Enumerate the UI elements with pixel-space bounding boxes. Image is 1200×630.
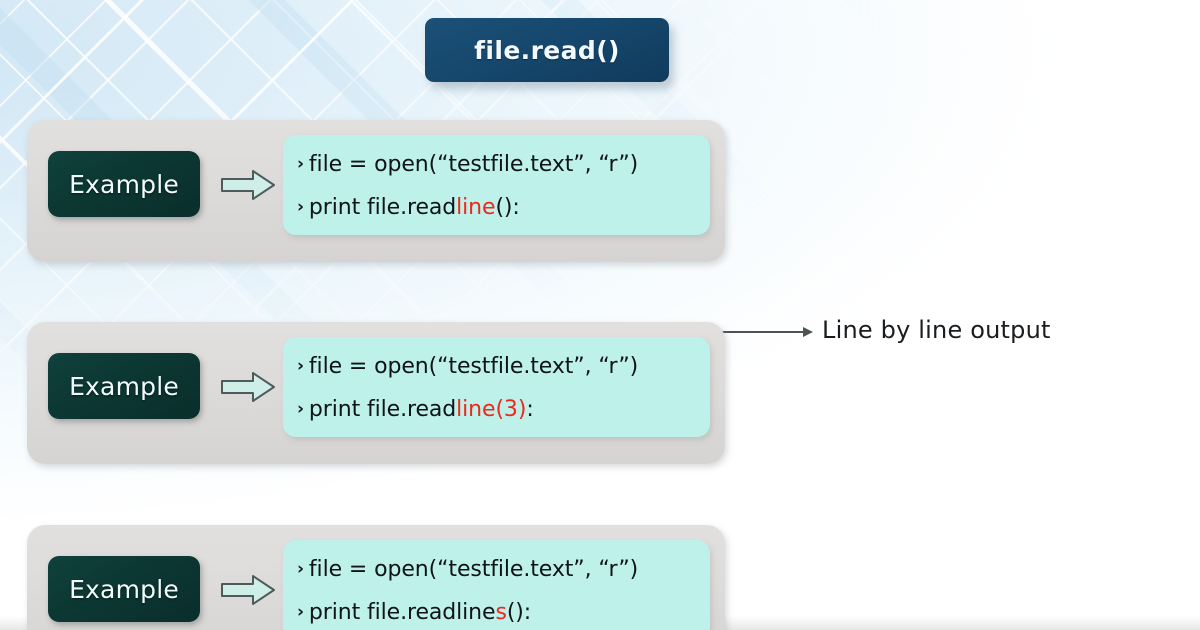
example-card: Example ›file = open(“testfile.text”, “r… xyxy=(27,120,725,262)
code-line-2: ›print file.readline(3): xyxy=(297,389,710,432)
code-text: print file.readline xyxy=(308,600,496,625)
code-text: : xyxy=(526,397,534,422)
title-badge: file.read() xyxy=(425,18,669,82)
prompt-chevron-icon: › xyxy=(297,559,304,579)
block-arrow-right-icon xyxy=(220,370,276,404)
example-button-1[interactable]: Example xyxy=(48,151,200,217)
prompt-chevron-icon: › xyxy=(297,356,304,376)
prompt-chevron-icon: › xyxy=(297,602,304,622)
code-text-highlight: s xyxy=(495,600,507,625)
code-text: file = open(“testfile.text”, “r”) xyxy=(308,152,639,177)
example-button-label: Example xyxy=(69,169,179,199)
example-row-2: Example ›file = open(“testfile.text”, “r… xyxy=(0,322,1200,467)
prompt-chevron-icon: › xyxy=(297,154,304,174)
code-line-2: ›print file.readline(): xyxy=(297,187,710,230)
code-block-3: ›file = open(“testfile.text”, “r”) ›prin… xyxy=(283,540,710,630)
code-block-2: ›file = open(“testfile.text”, “r”) ›prin… xyxy=(283,337,710,437)
example-card: Example ›file = open(“testfile.text”, “r… xyxy=(27,525,725,630)
code-line-2: ›print file.readlines(): xyxy=(297,592,710,630)
code-text: file = open(“testfile.text”, “r”) xyxy=(308,557,639,582)
code-line-1: ›file = open(“testfile.text”, “r”) xyxy=(297,346,710,389)
block-arrow-right-icon xyxy=(220,573,276,607)
example-button-label: Example xyxy=(69,371,179,401)
prompt-chevron-icon: › xyxy=(297,399,304,419)
annotation-label-1: Line by line output xyxy=(822,316,1051,344)
code-line-1: ›file = open(“testfile.text”, “r”) xyxy=(297,549,710,592)
title-badge-label: file.read() xyxy=(474,35,620,65)
example-button-2[interactable]: Example xyxy=(48,353,200,419)
code-text-highlight: line(3) xyxy=(456,397,527,422)
example-card: Example ›file = open(“testfile.text”, “r… xyxy=(27,322,725,464)
code-text: (): xyxy=(506,600,532,625)
arrow-head-icon xyxy=(803,327,813,337)
example-row-1: Example ›file = open(“testfile.text”, “r… xyxy=(0,120,1200,344)
prompt-chevron-icon: › xyxy=(297,197,304,217)
code-text: print file.read xyxy=(308,195,457,220)
annotation-text: Line by line output xyxy=(822,316,1051,344)
code-text: (): xyxy=(495,195,520,220)
code-block-1: ›file = open(“testfile.text”, “r”) ›prin… xyxy=(283,135,710,235)
code-text: print file.read xyxy=(308,397,457,422)
code-text: file = open(“testfile.text”, “r”) xyxy=(308,354,639,379)
example-button-label: Example xyxy=(69,574,179,604)
code-line-1: ›file = open(“testfile.text”, “r”) xyxy=(297,144,710,187)
code-text-highlight: line xyxy=(456,195,496,220)
block-arrow-right-icon xyxy=(220,168,276,202)
example-button-3[interactable]: Example xyxy=(48,556,200,622)
example-row-3: Example ›file = open(“testfile.text”, “r… xyxy=(0,525,1200,630)
